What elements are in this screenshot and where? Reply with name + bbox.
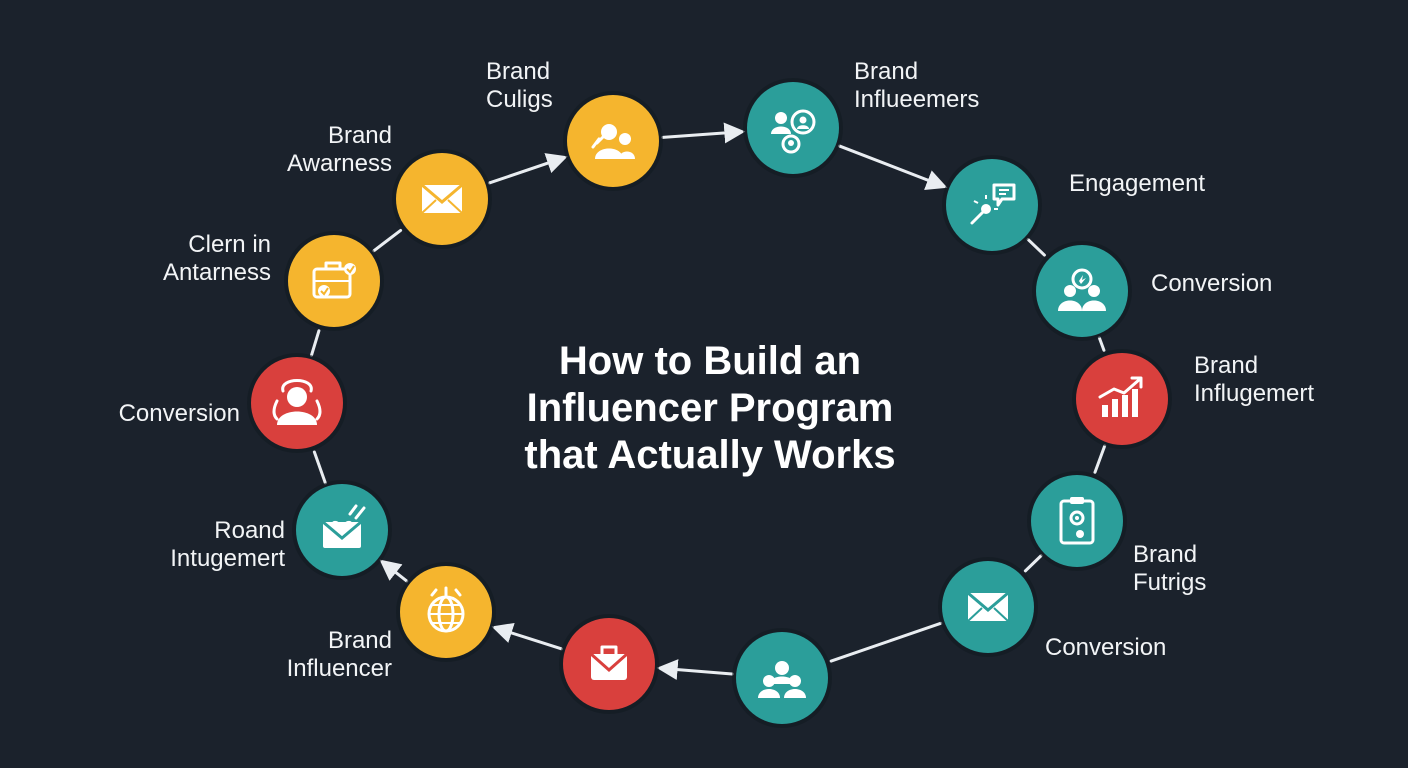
step-node xyxy=(743,78,843,178)
envelope-heart-icon xyxy=(322,504,366,548)
connector-arrow xyxy=(312,450,327,485)
step-label-brand-influeemers: Brand Influeemers xyxy=(854,58,980,113)
connector-arrow xyxy=(661,122,746,144)
step-label-clern-in-antarness: Clern in Antarness xyxy=(162,231,271,286)
person-icon xyxy=(272,379,322,425)
step-node xyxy=(732,628,832,728)
globe-icon xyxy=(427,586,465,633)
team-icon xyxy=(758,661,806,698)
connector-arrow xyxy=(1026,238,1046,257)
step-node xyxy=(1027,471,1127,571)
connector-arrow xyxy=(656,659,734,681)
connector-arrow xyxy=(829,621,943,663)
step-label-brand-influencer: Brand Influencer xyxy=(286,627,392,682)
step-node xyxy=(1032,241,1132,341)
title-line-1: How to Build an xyxy=(558,339,862,383)
step-label-roand-intugemert: Roand Intugemert xyxy=(170,517,285,572)
step-node xyxy=(247,353,347,453)
step-node xyxy=(284,231,384,331)
people-network-icon xyxy=(771,109,816,154)
diagram-title: How to Build an Influencer Program that … xyxy=(470,338,950,479)
step-label-conversion-bottom: Conversion xyxy=(1045,634,1167,661)
connector-arrow xyxy=(491,622,563,651)
step-node xyxy=(396,562,496,662)
envelope-icon xyxy=(421,183,463,214)
step-node xyxy=(392,149,492,249)
title-line-2: Influencer Program xyxy=(526,386,894,430)
connector-arrow xyxy=(1023,554,1043,573)
people-icon xyxy=(591,124,635,159)
step-label-brand-awarness: Brand Awarness xyxy=(287,122,392,177)
step-label-engagement: Engagement xyxy=(1069,170,1206,197)
connector-arrow xyxy=(838,144,948,190)
step-label-brand-influgemert: Brand Influgemert xyxy=(1194,352,1315,407)
title-line-3: that Actually Works xyxy=(524,433,896,477)
clipboard-icon xyxy=(1059,497,1095,545)
connector-arrow xyxy=(1093,444,1107,474)
step-label-brand-futrigs: Brand Futrigs xyxy=(1133,541,1207,596)
step-node xyxy=(559,614,659,714)
step-node xyxy=(938,557,1038,657)
step-node xyxy=(563,91,663,191)
envelope-icon xyxy=(967,591,1009,622)
mail-bag-icon xyxy=(590,645,628,680)
step-label-conversion-right: Conversion xyxy=(1151,270,1273,297)
connector-arrow xyxy=(487,153,568,185)
connector-arrow xyxy=(379,559,409,583)
connector-arrow xyxy=(372,228,403,253)
step-label-conversion-left: Conversion xyxy=(118,400,240,427)
connector-arrow xyxy=(310,329,321,357)
step-node xyxy=(292,480,392,580)
step-node xyxy=(1072,349,1172,449)
step-label-brand-culigs: Brand Culigs xyxy=(486,58,553,113)
briefcase-icon xyxy=(312,261,356,299)
users-group-icon xyxy=(1058,268,1106,311)
connector-arrow xyxy=(1097,336,1106,352)
step-node xyxy=(942,155,1042,255)
bar-chart-icon xyxy=(1098,376,1143,417)
chat-bubble-icon xyxy=(970,183,1016,225)
